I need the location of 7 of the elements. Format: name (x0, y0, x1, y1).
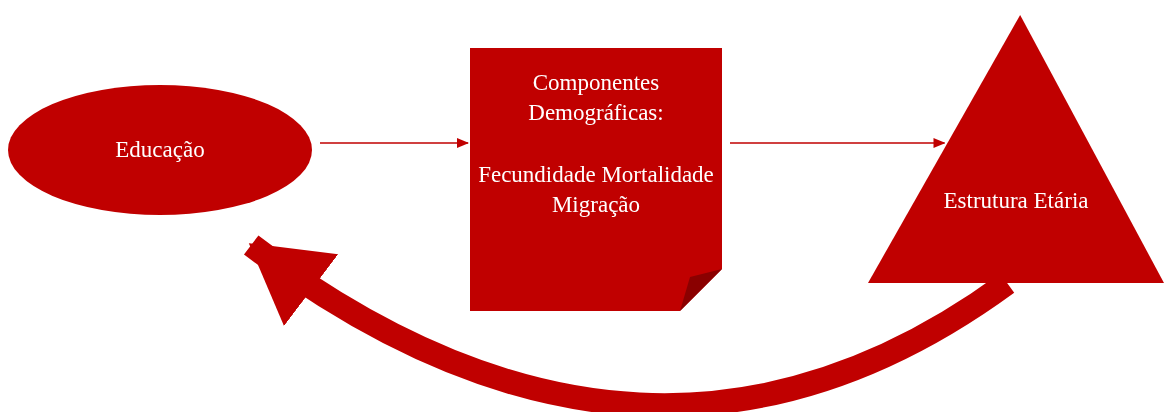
arrow (729, 138, 946, 148)
node-label: Educação (114, 136, 206, 164)
arrow (319, 138, 469, 148)
node-label: Fecundidade Mortalidade Migração (477, 161, 715, 219)
curved-arrow (244, 235, 1014, 412)
node-label: Estrutura Etária (942, 187, 1090, 215)
node-label: Componentes Demográficas: (527, 69, 665, 127)
